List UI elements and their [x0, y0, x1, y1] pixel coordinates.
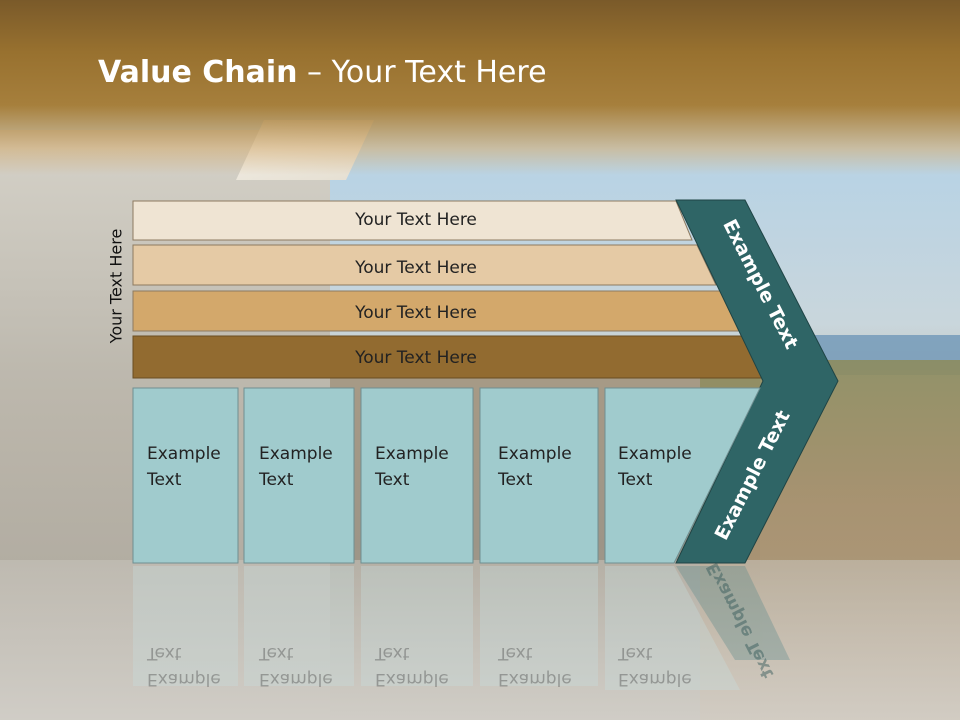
- terrace-floor: [0, 560, 960, 720]
- bar-shape: [132, 244, 717, 286]
- box-line-2: Text: [617, 470, 653, 490]
- reflect-line-1: Example: [147, 669, 221, 689]
- bar-label: Your Text Here: [354, 258, 477, 278]
- reflect-line-2: Text: [258, 643, 294, 663]
- bar-4: Your Text Here: [132, 335, 764, 379]
- bar-1: Your Text Here: [132, 200, 693, 241]
- bar-label: Your Text Here: [354, 303, 477, 323]
- activity-box-2: Example Text: [243, 387, 355, 564]
- bar-2: Your Text Here: [132, 244, 717, 286]
- reflection: [133, 566, 790, 690]
- box-line-1: Example: [498, 444, 572, 464]
- activity-box-3: Example Text: [360, 387, 474, 564]
- reflection-shape: [133, 566, 238, 686]
- reflect-line-1: Example: [259, 669, 333, 689]
- reflection-shape: [480, 566, 598, 686]
- bar-3: Your Text Here: [132, 290, 740, 332]
- box-line-2: Text: [258, 470, 294, 490]
- box-line-2: Text: [374, 470, 410, 490]
- activity-box-5: Example Text: [604, 387, 761, 564]
- reflection-shape: [244, 566, 354, 686]
- box-line-2: Text: [497, 470, 533, 490]
- reflection-shape: [361, 566, 473, 686]
- reflect-line-1: Example: [375, 669, 449, 689]
- box-line-2: Text: [146, 470, 182, 490]
- box-line-1: Example: [147, 444, 221, 464]
- bar-label: Your Text Here: [354, 348, 477, 368]
- title-bold: Value Chain: [98, 55, 298, 90]
- box-shape: [360, 387, 474, 564]
- title-rest: – Your Text Here: [297, 55, 547, 90]
- bar-label: Your Text Here: [354, 210, 477, 230]
- title-band: [0, 0, 960, 175]
- chevron-arrow: [675, 199, 839, 564]
- box-shape: [604, 387, 761, 564]
- reflect-line-2: Text: [617, 643, 653, 663]
- slide-title: Value Chain – Your Text Here: [98, 55, 547, 90]
- box-line-1: Example: [259, 444, 333, 464]
- reflect-line-1: Example: [498, 669, 572, 689]
- bar-shape: [132, 200, 693, 241]
- activity-box-4: Example Text: [479, 387, 599, 564]
- box-line-1: Example: [618, 444, 692, 464]
- reflection-shape: [676, 566, 790, 660]
- reflect-line-2: Text: [497, 643, 533, 663]
- box-shape: [479, 387, 599, 564]
- reflect-line-2: Text: [374, 643, 410, 663]
- box-shape: [243, 387, 355, 564]
- reflection-shape: [605, 566, 740, 690]
- box-shape: [132, 387, 239, 564]
- box-line-1: Example: [375, 444, 449, 464]
- activity-boxes: Example Text Example Text Example Text E…: [132, 387, 761, 564]
- reflect-line-2: Text: [146, 643, 182, 663]
- reflect-line-1: Example: [618, 669, 692, 689]
- activity-box-1: Example Text: [132, 387, 239, 564]
